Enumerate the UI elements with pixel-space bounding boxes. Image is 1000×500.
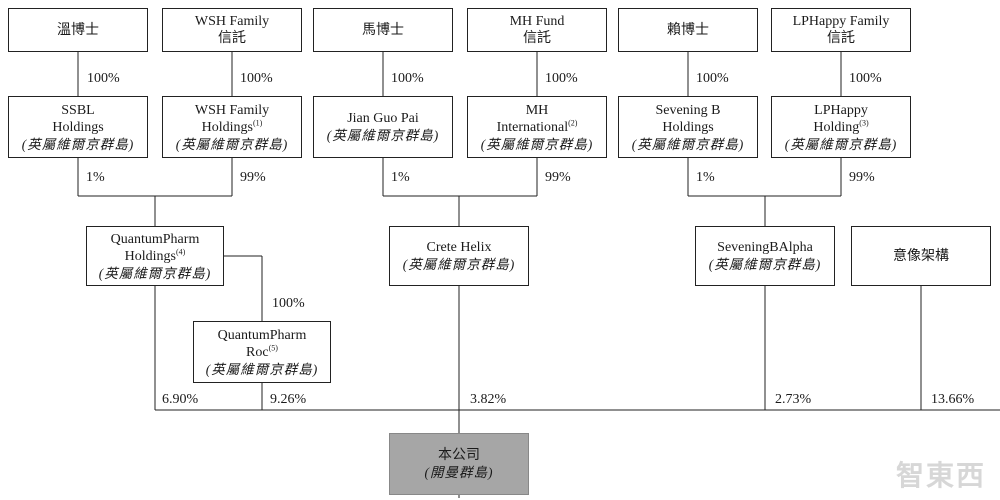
holding-name-line2: International(2) <box>496 117 578 135</box>
pct-label: 100% <box>696 71 729 86</box>
jurisdiction-label: (英屬維爾京群島) <box>402 257 516 272</box>
pct-label: 100% <box>272 296 305 311</box>
founder-box-wen: 溫博士 <box>8 8 148 52</box>
holding-name-line2: Holdings <box>662 119 714 135</box>
company-jurisdiction: (開曼群島) <box>424 465 494 480</box>
founder-name-line2: 信託 <box>827 31 855 46</box>
entity-name-line2: Holdings(4) <box>124 246 186 264</box>
company-box: 本公司 (開曼群島) <box>389 433 529 495</box>
pct-label: 100% <box>849 71 882 86</box>
jurisdiction-label: (英屬維爾京群島) <box>708 257 822 272</box>
pct-label: 100% <box>391 71 424 86</box>
holding-box-mh-international: MH International(2) (英屬維爾京群島) <box>467 96 607 158</box>
jurisdiction-label: (英屬維爾京群島) <box>480 136 594 152</box>
founder-box-lph-trust: LPHappy Family 信託 <box>771 8 911 52</box>
holding-box-wsh-family: WSH Family Holdings(1) (英屬維爾京群島) <box>162 96 302 158</box>
holding-name: Jian Guo Pai <box>347 111 419 126</box>
founder-name: 馬博士 <box>362 22 404 38</box>
entity-box-quantumpharm-roc: QuantumPharm Roc(5) (英屬維爾京群島) <box>193 321 331 383</box>
jurisdiction-label: (英屬維爾京群島) <box>205 361 319 377</box>
pct-label: 3.82% <box>470 392 507 407</box>
jurisdiction-label: (英屬維爾京群島) <box>784 136 898 152</box>
holding-name: Sevening B <box>655 102 721 118</box>
entity-name: QuantumPharm <box>110 231 200 247</box>
footnote-marker: (2) <box>568 117 578 127</box>
entity-name-line2: Roc(5) <box>246 342 278 360</box>
entity-box-seveningbalpha: SeveningBAlpha (英屬維爾京群島) <box>695 226 835 286</box>
jurisdiction-label: (英屬維爾京群島) <box>631 136 745 152</box>
pct-label: 99% <box>849 170 875 185</box>
entity-name: 意像架構 <box>893 248 949 264</box>
entity-box-quantumpharm-holdings: QuantumPharm Holdings(4) (英屬維爾京群島) <box>86 226 224 286</box>
pct-label: 99% <box>240 170 266 185</box>
founder-box-lai: 賴博士 <box>618 8 758 52</box>
holding-name: LPHappy <box>814 102 868 118</box>
jurisdiction-label: (英屬維爾京群島) <box>326 128 440 143</box>
holding-box-sevening-b: Sevening B Holdings (英屬維爾京群島) <box>618 96 758 158</box>
pct-label: 2.73% <box>775 392 812 407</box>
holding-name: MH <box>525 102 549 118</box>
founder-name-line2: 信託 <box>523 31 551 46</box>
pct-label: 1% <box>86 170 105 185</box>
watermark-logo: 智東西 <box>895 459 986 492</box>
pct-label: 13.66% <box>931 392 975 407</box>
jurisdiction-label: (英屬維爾京群島) <box>98 265 212 281</box>
entity-name: QuantumPharm <box>217 327 307 343</box>
pct-label: 100% <box>240 71 273 86</box>
pct-label: 1% <box>391 170 410 185</box>
holding-name-line2: Holdings(1) <box>201 117 263 135</box>
pct-label: 9.26% <box>270 392 307 407</box>
pct-label: 1% <box>696 170 715 185</box>
entity-box-vie-structure: 意像架構 <box>851 226 991 286</box>
founder-name: 溫博士 <box>57 22 99 38</box>
jurisdiction-label: (英屬維爾京群島) <box>175 136 289 152</box>
footnote-marker: (4) <box>176 246 186 256</box>
entity-name: Crete Helix <box>426 240 492 255</box>
holding-box-lphappy: LPHappy Holding(3) (英屬維爾京群島) <box>771 96 911 158</box>
jurisdiction-label: (英屬維爾京群島) <box>21 136 135 152</box>
pct-label: 100% <box>545 71 578 86</box>
holding-name: SSBL <box>61 102 95 118</box>
founder-name: 賴博士 <box>667 22 709 38</box>
pct-label: 99% <box>545 170 571 185</box>
company-name: 本公司 <box>438 448 480 463</box>
founder-name: MH Fund <box>509 14 565 29</box>
pct-label: 100% <box>87 71 120 86</box>
pct-label: 6.90% <box>162 392 199 407</box>
footnote-marker: (1) <box>253 117 263 127</box>
holding-name-line2: Holdings <box>52 119 104 135</box>
holding-name-line2: Holding(3) <box>813 117 869 135</box>
founder-name-line2: 信託 <box>218 31 246 46</box>
entity-box-crete-helix: Crete Helix (英屬維爾京群島) <box>389 226 529 286</box>
founder-box-wsh-trust: WSH Family 信託 <box>162 8 302 52</box>
founder-name: WSH Family <box>194 14 270 29</box>
founder-box-mh-trust: MH Fund 信託 <box>467 8 607 52</box>
holding-name: WSH Family <box>194 102 270 118</box>
holding-box-jian-guo-pai: Jian Guo Pai (英屬維爾京群島) <box>313 96 453 158</box>
founder-name: LPHappy Family <box>792 14 890 29</box>
founder-box-ma: 馬博士 <box>313 8 453 52</box>
footnote-marker: (3) <box>859 117 869 127</box>
footnote-marker: (5) <box>268 342 278 352</box>
holding-box-ssbl: SSBL Holdings (英屬維爾京群島) <box>8 96 148 158</box>
entity-name: SeveningBAlpha <box>717 240 813 255</box>
